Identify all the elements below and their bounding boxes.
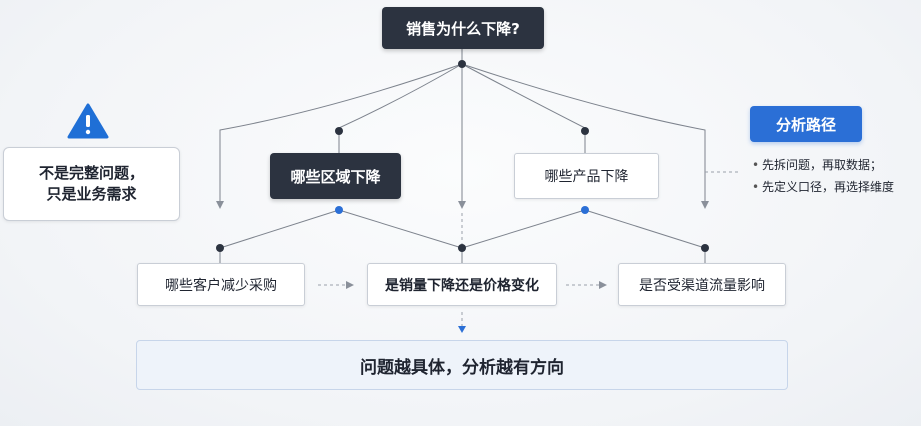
analysis-step: •先拆问题，再取数据； xyxy=(752,158,883,172)
warning-line-1: 不是完整问题， xyxy=(38,164,144,182)
branch-region: 哪些区域下降 xyxy=(270,153,401,199)
conclusion-banner: 问题越具体，分析越有方向 xyxy=(136,340,788,390)
factor-volume-price: 是销量下降还是价格变化 xyxy=(367,263,557,306)
analysis-path-notes: •先拆问题，再取数据； •先定义口径，再选择维度 xyxy=(752,154,918,198)
analysis-step-text: 先拆问题，再取数据； xyxy=(762,158,883,172)
factor-channel-traffic: 是否受渠道流量影响 xyxy=(618,263,786,306)
warning-line-2: 只是业务需求 xyxy=(46,185,137,203)
analysis-step-text: 先定义口径，再选择维度 xyxy=(762,180,895,194)
root-question: 销售为什么下降? xyxy=(382,7,544,49)
factor-customers: 哪些客户减少采购 xyxy=(137,263,305,306)
warning-note: 不是完整问题， 只是业务需求 xyxy=(3,147,180,221)
warning-triangle-icon xyxy=(67,103,109,139)
branch-product: 哪些产品下降 xyxy=(514,153,659,199)
analysis-step: •先定义口径，再选择维度 xyxy=(752,180,895,194)
analysis-path-badge: 分析路径 xyxy=(750,106,862,142)
